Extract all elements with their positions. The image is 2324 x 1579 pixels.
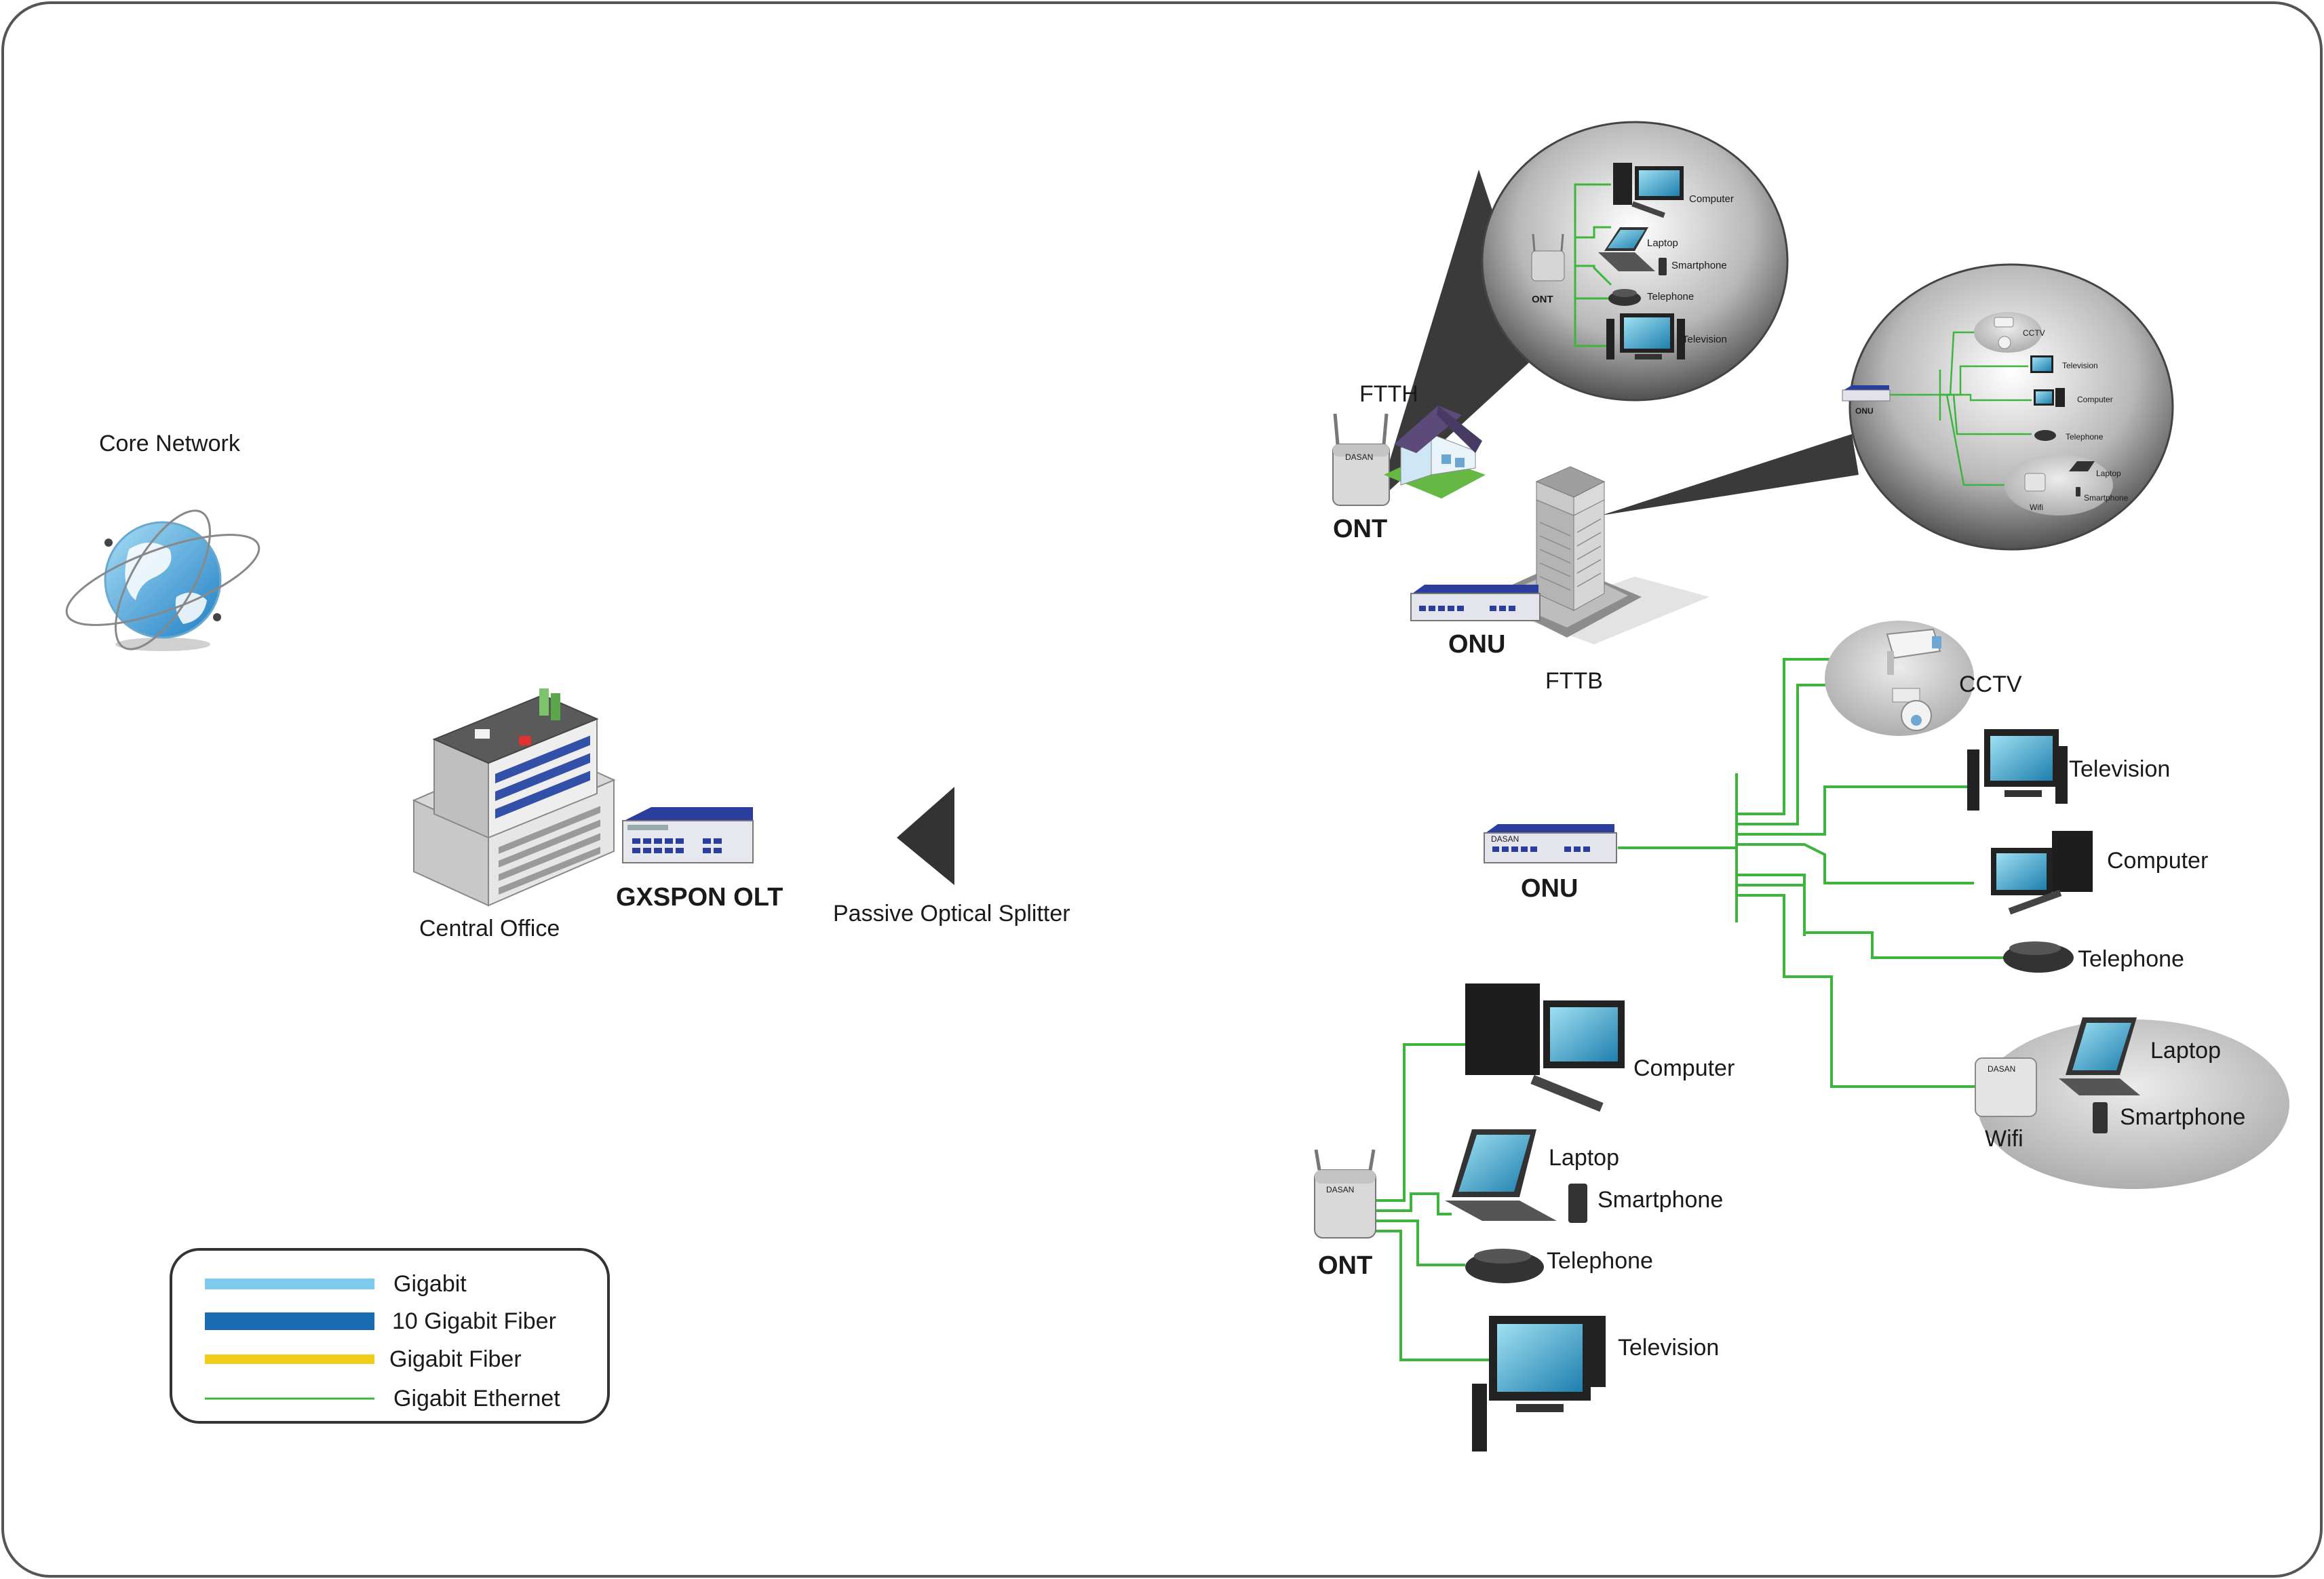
fttb-bubble-cctv-icon [1974, 312, 2042, 353]
ftth-bubble-computer-icon [1613, 163, 1684, 218]
ont-television-icon [1472, 1316, 1606, 1451]
ftth-detail-bubble: ONT Computer Laptop Smartphone Telephone [1377, 121, 1789, 502]
fttb-bubble-onu-label: ONU [1855, 406, 1874, 416]
onu-wifi-group: DASAN [1975, 1017, 2289, 1189]
dome-camera-icon [1892, 688, 1932, 731]
ont-label: ONT [1318, 1251, 1372, 1280]
wifi-laptop-icon [2059, 1017, 2140, 1095]
fttb-bubble-onu-icon [1842, 385, 1891, 402]
ftth-bubble-computer-label: Computer [1689, 193, 1734, 205]
fttb-bubble-television-icon [2030, 355, 2053, 373]
ftth-bubble-telephone-label: Telephone [1647, 291, 1694, 303]
ont-ethernet-lines [1374, 1043, 1496, 1361]
wifi-router-icon: DASAN [1975, 1057, 2037, 1117]
legend-label-2: Gigabit Fiber [389, 1346, 522, 1372]
fttb-bubble-computer-label: Computer [2077, 395, 2113, 404]
ont-brand-label: DASAN [1326, 1185, 1354, 1194]
onu-smartphone-label: Smartphone [2120, 1104, 2245, 1130]
legend-label-0: Gigabit [393, 1271, 467, 1297]
fttb-bubble-wifi-group [2005, 454, 2113, 515]
wifi-router-brand-label: DASAN [1988, 1064, 2015, 1074]
ont-laptop-label: Laptop [1549, 1145, 1619, 1171]
onu-label: ONU [1521, 874, 1578, 903]
legend-box [170, 1248, 610, 1424]
ftth-bubble-television-label: Television [1682, 334, 1727, 345]
onu-computer-label: Computer [2107, 848, 2208, 874]
fttb-label: FTTB [1545, 668, 1603, 694]
fttb-onu-label: ONU [1448, 630, 1505, 659]
onu-television-icon [1967, 729, 2068, 811]
central-office-building-icon [412, 688, 616, 907]
onu-television-label: Television [2069, 756, 2170, 782]
ftth-ont-device-icon: DASAN [1332, 413, 1390, 506]
olt-device-icon [622, 807, 754, 863]
fttb-bubble-television-label: Television [2062, 361, 2098, 370]
ont-device-icon: DASAN [1314, 1149, 1376, 1239]
fttb-bubble-computer-icon [2034, 388, 2065, 407]
fttb-bubble-telephone-icon [2034, 430, 2056, 441]
ftth-bubble-smartphone-label: Smartphone [1671, 260, 1727, 271]
ftth-bubble-smartphone-icon [1659, 258, 1667, 275]
legend-label-1: 10 Gigabit Fiber [392, 1308, 556, 1334]
cctv-group [1825, 621, 1974, 736]
ftth-bubble-ont-icon [1531, 233, 1565, 281]
office-tower-icon [1486, 466, 1709, 644]
cctv-label: CCTV [1959, 671, 2022, 697]
onu-wifi-label: Wifi [1985, 1126, 2023, 1152]
ftth-ont-label: ONT [1333, 515, 1387, 543]
ont-computer-icon [1465, 983, 1625, 1112]
ont-smartphone-icon [1568, 1184, 1587, 1223]
ont-television-label: Television [1618, 1335, 1719, 1361]
ftth-label: FTTH [1359, 381, 1418, 407]
ftth-ont-brand-label: DASAN [1345, 452, 1373, 462]
fttb-bubble-wifi-label: Wifi [2030, 503, 2043, 512]
central-office-label: Central Office [419, 916, 560, 941]
legend-label-3: Gigabit Ethernet [393, 1386, 560, 1411]
ont-telephone-label: Telephone [1547, 1248, 1653, 1274]
onu-ethernet-lines [1618, 658, 2005, 1088]
splitter-triangle-icon [897, 787, 954, 885]
onu-computer-icon [1991, 831, 2093, 915]
cctv-camera-icon [1886, 628, 1941, 675]
fttb-detail-bubble: ONU CCTV Television Computer Telephone L… [1601, 263, 2174, 551]
onu-telephone-label: Telephone [2078, 946, 2184, 972]
fttb-bubble-cctv-label: CCTV [2023, 328, 2045, 338]
wifi-smartphone-icon [2093, 1102, 2108, 1133]
fttb-bubble-laptop-label: Laptop [2096, 469, 2121, 478]
onu-brand-label: DASAN [1491, 834, 1519, 844]
core-network-label: Core Network [99, 431, 241, 456]
ont-smartphone-label: Smartphone [1597, 1187, 1723, 1213]
house-icon [1384, 406, 1486, 499]
onu-telephone-icon [2003, 941, 2074, 973]
ont-computer-label: Computer [1633, 1055, 1735, 1081]
ont-laptop-icon [1445, 1129, 1557, 1221]
onu-laptop-label: Laptop [2150, 1038, 2221, 1064]
globe-icon [65, 509, 260, 651]
ftth-bubble-laptop-icon [1598, 227, 1655, 271]
fttb-onu-device-icon [1410, 585, 1541, 621]
fttb-bubble-smartphone-label: Smartphone [2084, 493, 2129, 503]
splitter-label: Passive Optical Splitter [833, 901, 1070, 927]
onu-device-icon: DASAN [1484, 824, 1617, 863]
ftth-bubble-telephone-icon [1608, 289, 1641, 306]
ont-telephone-icon [1465, 1249, 1544, 1283]
ftth-bubble-television-icon [1606, 313, 1685, 359]
ftth-bubble-laptop-label: Laptop [1647, 237, 1678, 249]
fttb-bubble-telephone-label: Telephone [2066, 432, 2104, 442]
olt-label: GXSPON OLT [616, 883, 783, 912]
ftth-bubble-ont-label: ONT [1532, 294, 1553, 305]
